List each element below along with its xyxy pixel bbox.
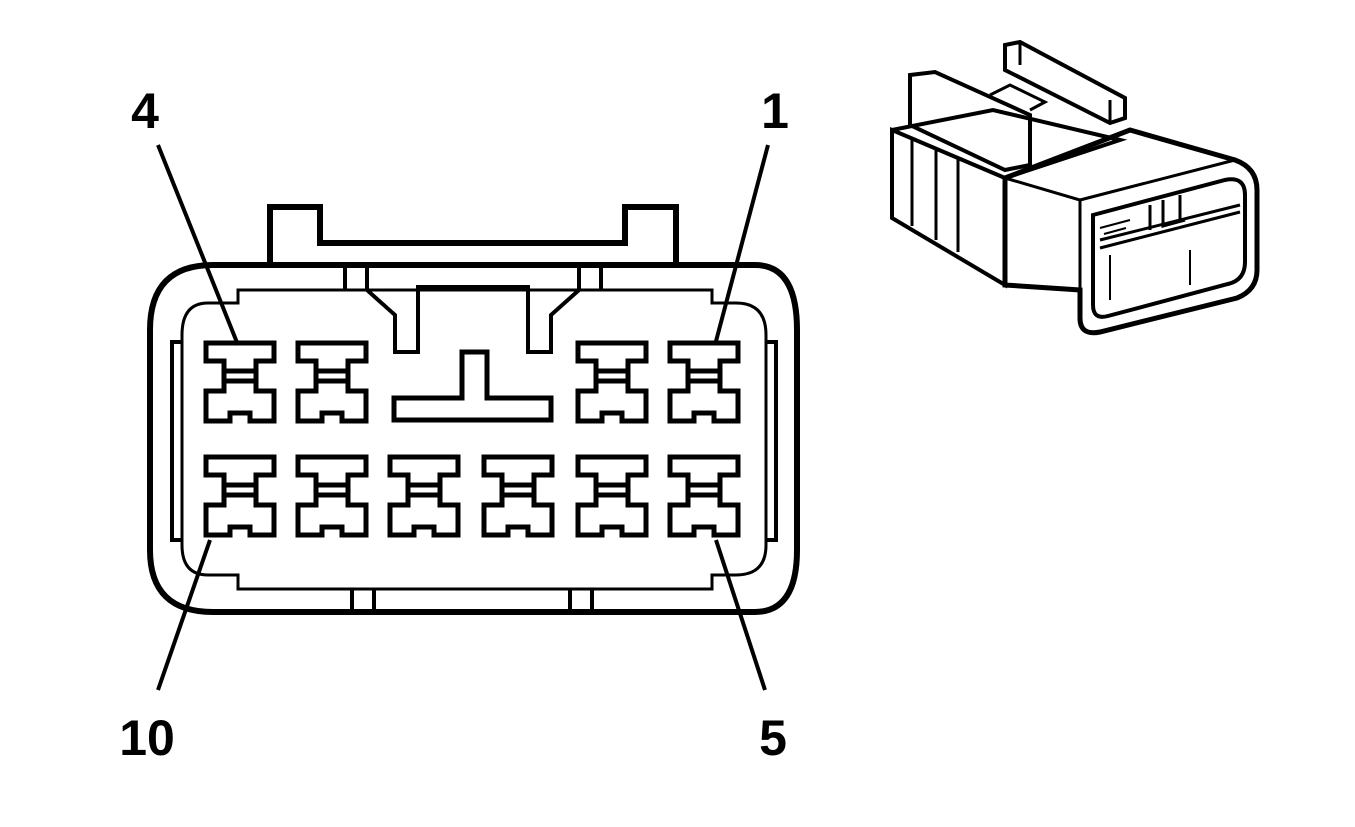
center-t-key (391, 349, 554, 423)
terminal-lower-5 (575, 454, 649, 538)
upper-key-right (577, 265, 603, 290)
leader-line-pin-10 (156, 539, 212, 691)
iso-cavity-dividers (1099, 195, 1241, 250)
inner-cavity (180, 288, 768, 591)
terminal-upper-1 (203, 340, 277, 424)
terminal-group (203, 340, 741, 538)
upper-key-left (343, 265, 369, 290)
iso-front-shell (1002, 127, 1260, 336)
terminal-lower-1 (203, 454, 277, 538)
connector-face-icon: 4 1 10 5 (119, 83, 800, 766)
terminal-lower-4 (481, 454, 555, 538)
iso-release-lever (908, 69, 1032, 173)
center-keyway (365, 285, 581, 354)
leader-line-pin-4 (156, 144, 240, 346)
terminal-upper-2 (295, 340, 369, 424)
terminal-upper-3 (575, 340, 649, 424)
connector-isometric-icon (890, 39, 1260, 336)
leader-line-pin-5 (714, 539, 767, 691)
housing-outline (147, 262, 800, 615)
terminal-upper-4 (667, 340, 741, 424)
right-rib (766, 340, 778, 542)
pin-label-5: 5 (759, 710, 787, 766)
left-rib (170, 340, 182, 542)
lower-key-left (350, 589, 376, 612)
terminal-lower-6 (667, 454, 741, 538)
pin-label-1: 1 (761, 83, 789, 139)
lower-key-right (568, 589, 594, 612)
iso-rear-body (890, 126, 1007, 289)
iso-terminal-hints (1099, 219, 1191, 300)
pin-label-10: 10 (119, 710, 175, 766)
iso-lock-bar-detail (989, 42, 1112, 123)
pin-label-4: 4 (131, 83, 159, 139)
iso-front-shell-edge (1004, 158, 1236, 290)
terminal-lower-2 (295, 454, 369, 538)
terminal-lower-3 (387, 454, 461, 538)
iso-front-opening (1091, 177, 1247, 319)
leader-line-pin-1 (713, 144, 770, 346)
iso-rear-ribs (910, 140, 960, 252)
iso-rear-top (891, 107, 1128, 180)
locking-tab (267, 204, 679, 265)
